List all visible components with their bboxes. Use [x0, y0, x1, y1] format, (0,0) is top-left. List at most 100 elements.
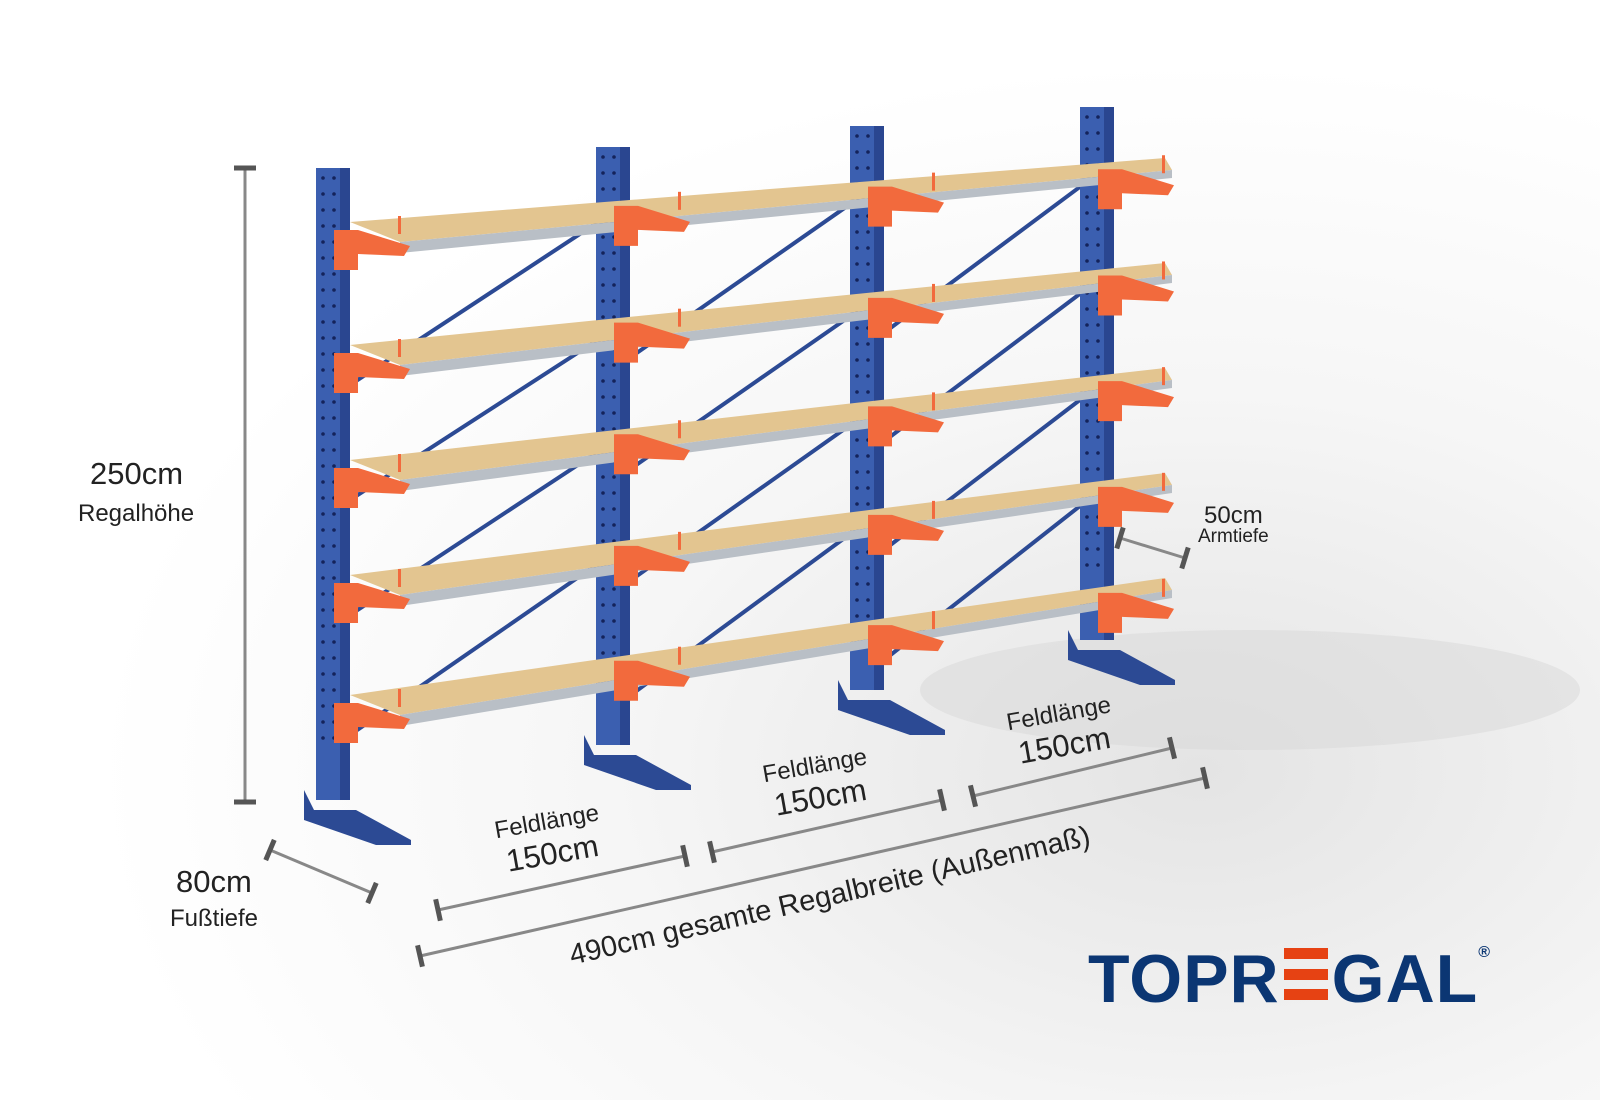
column-hole — [332, 544, 336, 548]
arm-depth-label: Armtiefe — [1198, 526, 1269, 547]
column-hole — [612, 475, 616, 479]
column-hole — [1085, 115, 1089, 119]
column-hole — [1096, 355, 1100, 359]
column-hole — [332, 512, 336, 516]
column-hole — [1096, 115, 1100, 119]
column-hole — [855, 134, 859, 138]
column-hole — [612, 603, 616, 607]
logo-text-end: GAL — [1331, 941, 1479, 1017]
shelf-edge — [400, 170, 1172, 253]
column-hole — [866, 358, 870, 362]
column-hole — [1096, 243, 1100, 247]
arm-stop — [678, 191, 681, 210]
column-hole — [332, 576, 336, 580]
column-hole — [866, 454, 870, 458]
column-hole — [321, 208, 325, 212]
arm-stop — [678, 531, 681, 550]
column-hole — [332, 448, 336, 452]
foot-depth-value: 80cm — [176, 864, 252, 899]
column-hole — [1085, 339, 1089, 343]
column-hole — [321, 464, 325, 468]
column-hole — [866, 486, 870, 490]
column-hole — [1096, 323, 1100, 327]
column-hole — [866, 582, 870, 586]
column-hole — [1096, 147, 1100, 151]
column-hole — [1096, 547, 1100, 551]
column-hole — [601, 635, 605, 639]
column-hole — [1085, 371, 1089, 375]
column-hole — [1096, 451, 1100, 455]
column-hole — [1096, 371, 1100, 375]
column-hole — [855, 278, 859, 282]
column-hole — [601, 299, 605, 303]
column-hole — [855, 438, 859, 442]
column-hole — [1096, 259, 1100, 263]
column-hole — [332, 416, 336, 420]
column-hole — [855, 166, 859, 170]
column-hole — [855, 246, 859, 250]
arm-stop — [678, 308, 681, 327]
cantilever-arm — [614, 660, 690, 701]
column-hole — [1085, 131, 1089, 135]
column-hole — [321, 560, 325, 564]
column-hole — [332, 688, 336, 692]
arm-stop — [1162, 578, 1165, 597]
arm-depth-dimension-line-tick — [1179, 546, 1191, 570]
column-hole — [332, 528, 336, 532]
column-hole — [1096, 131, 1100, 135]
column-hole — [601, 251, 605, 255]
column-hole — [855, 486, 859, 490]
foot-depth-dimension-line-tick — [263, 838, 277, 862]
shelf-board — [350, 578, 1172, 715]
column-hole — [321, 448, 325, 452]
column-hole — [332, 560, 336, 564]
column-hole — [612, 491, 616, 495]
cantilever-arm — [334, 468, 410, 508]
column-hole — [612, 507, 616, 511]
field-3-dimension-line — [972, 746, 1173, 798]
column-hole — [866, 374, 870, 378]
column-hole — [866, 614, 870, 618]
arm-stop — [398, 569, 401, 587]
cantilever-arm — [868, 406, 944, 447]
column-hole — [866, 278, 870, 282]
field-1-dimension-line-tick — [433, 898, 443, 922]
logo-text-start: TOPR — [1088, 941, 1280, 1017]
column-hole — [601, 283, 605, 287]
column-hole — [855, 342, 859, 346]
column-hole — [612, 171, 616, 175]
column-hole — [612, 395, 616, 399]
column-hole — [601, 187, 605, 191]
cantilever-arm — [1098, 275, 1174, 316]
shelf-edge — [400, 275, 1172, 376]
column-hole — [866, 262, 870, 266]
column-hole — [332, 464, 336, 468]
cantilever-arm — [1098, 486, 1174, 527]
arm-stop — [1162, 472, 1165, 491]
cantilever-arm — [868, 297, 944, 338]
column-hole — [321, 720, 325, 724]
cantilever-arm — [614, 545, 690, 586]
column-hole — [866, 134, 870, 138]
column-hole — [1096, 211, 1100, 215]
cantilever-arm — [868, 514, 944, 555]
column-hole — [866, 470, 870, 474]
column-hole — [1085, 307, 1089, 311]
column-hole — [321, 400, 325, 404]
height-value: 250cm — [90, 456, 184, 491]
arm-stop — [1162, 155, 1165, 174]
cantilever-arm — [614, 322, 690, 363]
field-3-dimension-line-tick — [1166, 736, 1178, 760]
column-hole — [321, 352, 325, 356]
column-hole — [321, 272, 325, 276]
topregal-logo: TOPR GAL ® — [1088, 940, 1491, 1018]
total-width-dimension-line-tick — [1200, 766, 1210, 790]
column-hole — [601, 155, 605, 159]
column-hole — [866, 502, 870, 506]
column-hole — [601, 235, 605, 239]
column-hole — [612, 635, 616, 639]
column-hole — [612, 379, 616, 383]
column-hole — [601, 651, 605, 655]
column-hole — [321, 736, 325, 740]
column-hole — [855, 374, 859, 378]
